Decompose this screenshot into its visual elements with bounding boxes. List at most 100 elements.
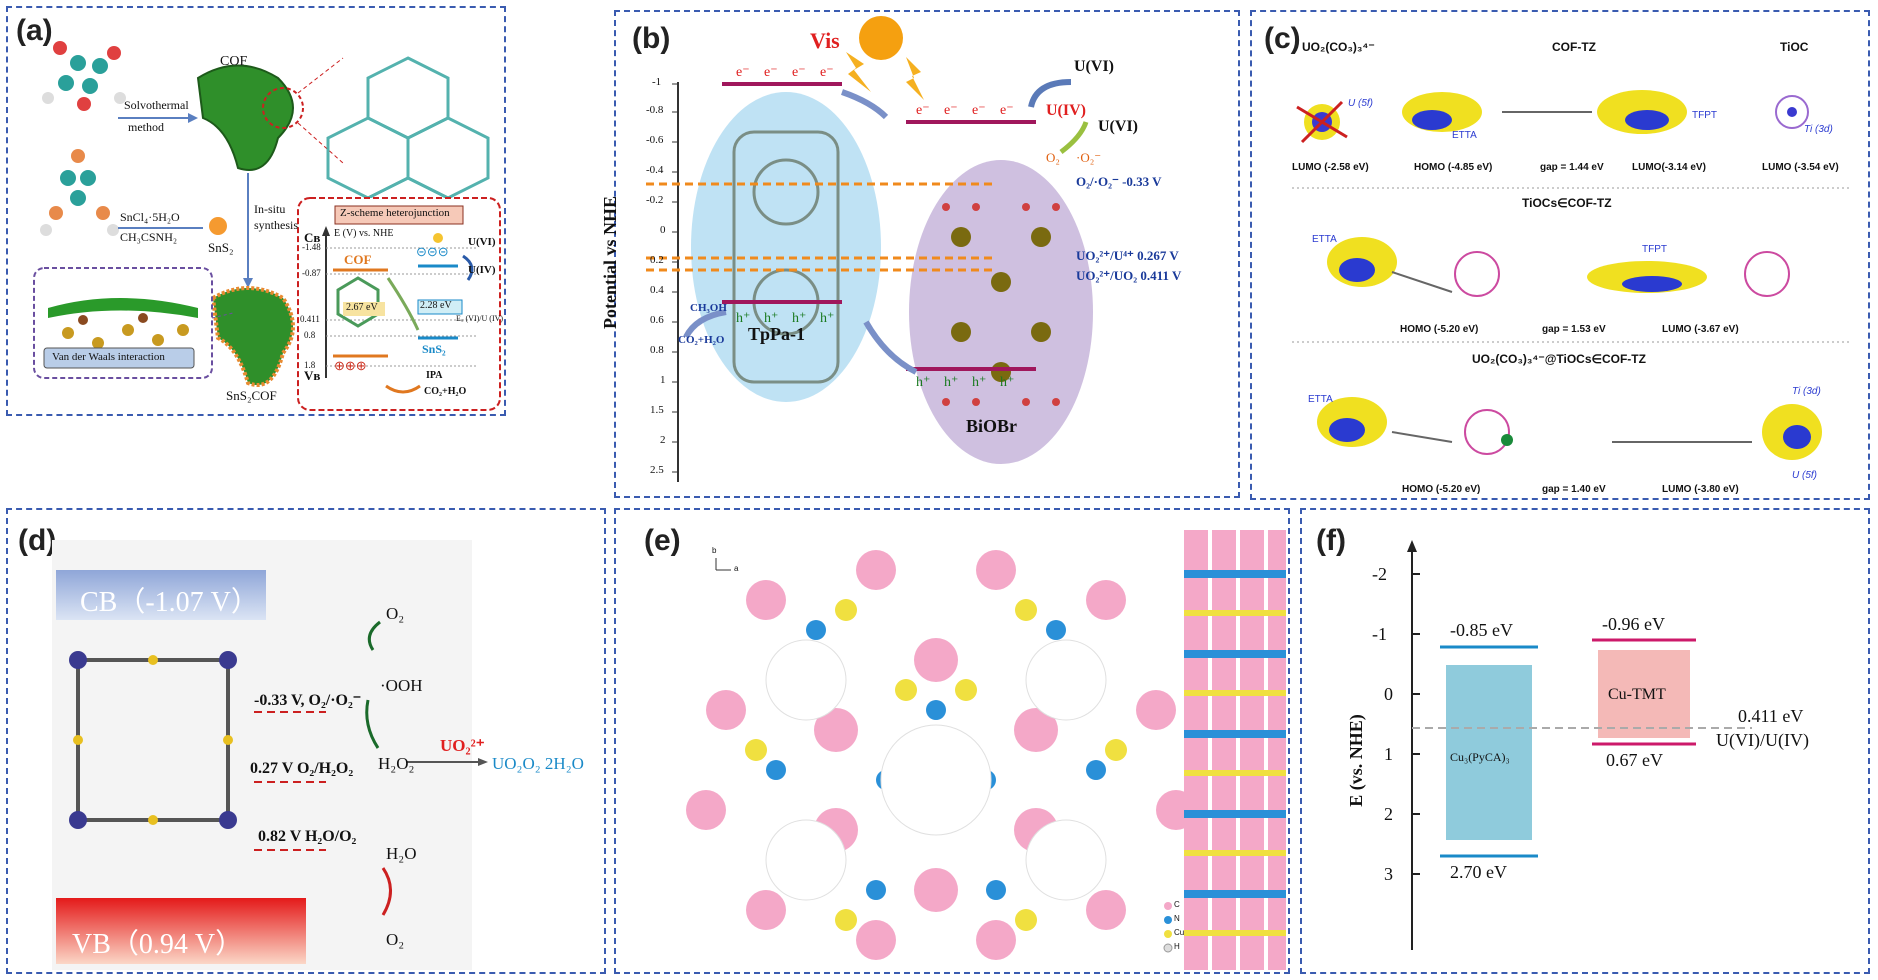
b-ytick-8: 0.6 [650, 314, 664, 326]
electron-5: e⁻ [916, 103, 930, 118]
c-r1-2: gap = 1.44 eV [1540, 162, 1604, 173]
orbital-homo-cof [1402, 92, 1482, 132]
hole-6: h⁺ [944, 375, 959, 390]
c-r1-4: LUMO (-3.54 eV) [1762, 162, 1839, 173]
electron-1: e⁻ [736, 65, 750, 80]
uvi-label-b2: U(VI) [1098, 118, 1138, 135]
panel-b: (b) [600, 10, 1240, 498]
b-ytick-12: 2 [660, 434, 666, 446]
c-r3-2: LUMO (-3.80 eV) [1662, 484, 1739, 495]
d-level-1: -0.33 V, O₂/·O₂⁻ [254, 692, 362, 709]
orbital-lumo-cof [1597, 90, 1687, 134]
b-ytick-7: 0.4 [650, 284, 664, 296]
panel-label-f: (f) [1316, 524, 1346, 557]
c-tfpt-2: TFPT [1642, 244, 1667, 255]
sns2-band-label: SnS₂ [422, 342, 446, 356]
orbital-tioc [1775, 95, 1809, 129]
cb-label: Cʙ [304, 230, 321, 245]
solvothermal-label: Solvothermal [124, 98, 189, 112]
holes-plus: ⊕⊕⊕ [334, 358, 367, 373]
cof-blob [196, 64, 294, 171]
axis-a-label: a [734, 564, 739, 573]
precursor-molecule-1 [42, 41, 126, 111]
insitu-label: In-situ [254, 202, 286, 216]
f-ytick-3: 1 [1384, 744, 1393, 764]
cof-title: COF [220, 54, 248, 69]
hole-2: h⁺ [764, 311, 779, 326]
panel-d: (d) CB（-1.07 V） VB（0.94 V） -0.33 V, O₂/·… [6, 508, 606, 974]
c-section-3: UO₂(CO₃)₃⁴⁻@TiOCs∈COF-TZ [1472, 352, 1646, 366]
c-r2-2: LUMO (-3.67 eV) [1662, 324, 1739, 335]
gap-sns2: 2.28 eV [420, 300, 452, 311]
electrons-minus: ⊝⊝⊝ [416, 244, 449, 259]
b1-top-label: -0.85 eV [1450, 620, 1513, 640]
b1-name: Cu₃(PyCA)₃ [1450, 750, 1510, 764]
d-h2o: H₂O [386, 844, 417, 863]
tick-2: -0.87 [302, 268, 321, 278]
b-ytick-0: -1 [652, 76, 662, 88]
o2-radical-label-b: ·O₂⁻ [1076, 150, 1102, 165]
cb-label-d: CB（-1.07 V） [80, 587, 259, 618]
sns2cof-label: SnS₂COF [226, 388, 277, 403]
c-r1-1: HOMO (-4.85 eV) [1414, 162, 1493, 173]
panel-c-graphics [1292, 90, 1852, 460]
ch3oh-label: CH₃OH [690, 302, 727, 314]
uvi-label-b: U(VI) [1074, 58, 1114, 75]
hole-5: h⁺ [916, 375, 931, 390]
synthesis-label: synthesis [254, 218, 299, 232]
c-tfpt-1: TFPT [1692, 110, 1717, 121]
tick-5: 1.8 [304, 360, 316, 370]
d-product: UO₂O₂ 2H₂O [492, 754, 584, 773]
b2-bottom-label: 0.67 eV [1606, 750, 1663, 770]
panel-b-graphics [646, 16, 1093, 482]
panel-a-graphics [33, 41, 501, 411]
legend-cu: Cu [1174, 928, 1185, 937]
electron-7: e⁻ [972, 103, 986, 118]
tick-4: 0.8 [304, 330, 316, 340]
electron-2: e⁻ [764, 65, 778, 80]
vb-box [56, 898, 306, 964]
c-r1-0: LUMO (-2.58 eV) [1292, 162, 1369, 173]
f-ytick-0: -2 [1372, 564, 1387, 584]
uiv-label-b: U(IV) [1046, 102, 1086, 119]
c-section-2: TiOCs∈COF-TZ [1522, 196, 1612, 210]
d-o2-bottom: O₂ [386, 930, 405, 949]
b2-name: Cu-TMT [1608, 686, 1666, 703]
precursor-molecule-2 [40, 149, 119, 236]
panel-a: (a) [6, 6, 506, 416]
reagent-ch3csnh2: CH₃CSNH₂ [120, 230, 178, 244]
d-level-2: 0.27 V O₂/H₂O₂ [250, 760, 354, 777]
hole-8: h⁺ [1000, 375, 1015, 390]
panel-f-graphics [1407, 540, 1752, 950]
c-r3-0: HOMO (-5.20 eV) [1402, 484, 1481, 495]
c-etta-3: ETTA [1308, 394, 1333, 405]
vb-label: Vʙ [304, 368, 321, 383]
b-ytick-1: -0.8 [646, 104, 664, 116]
legend-c: C [1174, 900, 1180, 909]
vis-label: Vis [810, 28, 840, 53]
biobr-label: BiOBr [966, 416, 1018, 436]
redox-line-2: UO₂²⁺/U⁴⁺ 0.267 V [1076, 248, 1179, 263]
redox-line-1: O₂/·O₂⁻ -0.33 V [1076, 174, 1162, 189]
zscheme-title: Z-scheme heterojunction [340, 207, 450, 219]
f-ylabel: E (vs. NHE) [1345, 714, 1366, 807]
b-ytick-9: 0.8 [650, 344, 664, 356]
panel-e: (e) [614, 508, 1290, 974]
c-r2-1: gap = 1.53 eV [1542, 324, 1606, 335]
c-r1-3: LUMO(-3.14 eV) [1632, 162, 1706, 173]
legend-n: N [1174, 914, 1180, 923]
electron-8: e⁻ [1000, 103, 1014, 118]
reagent-sncl4: SnCl₄·5H₂O [120, 210, 180, 224]
vb-label-d: VB（0.94 V） [72, 929, 244, 960]
b-ytick-3: -0.4 [646, 164, 664, 176]
d-uo2: UO₂²⁺ [440, 736, 485, 755]
uvi-label-a: U(VI) [468, 236, 496, 248]
tick-1: -1.48 [302, 242, 321, 252]
b-ytick-10: 1 [660, 374, 666, 386]
c-etta-1: ETTA [1452, 130, 1477, 141]
eu-label: Eᵤ (VI)/U (IV) [456, 314, 504, 323]
solvothermal-method-label: method [128, 120, 164, 134]
c-ti3d-3: Ti (3d) [1792, 386, 1821, 397]
ipa-label: IPA [426, 370, 443, 381]
c-head-2: COF-TZ [1552, 40, 1596, 54]
